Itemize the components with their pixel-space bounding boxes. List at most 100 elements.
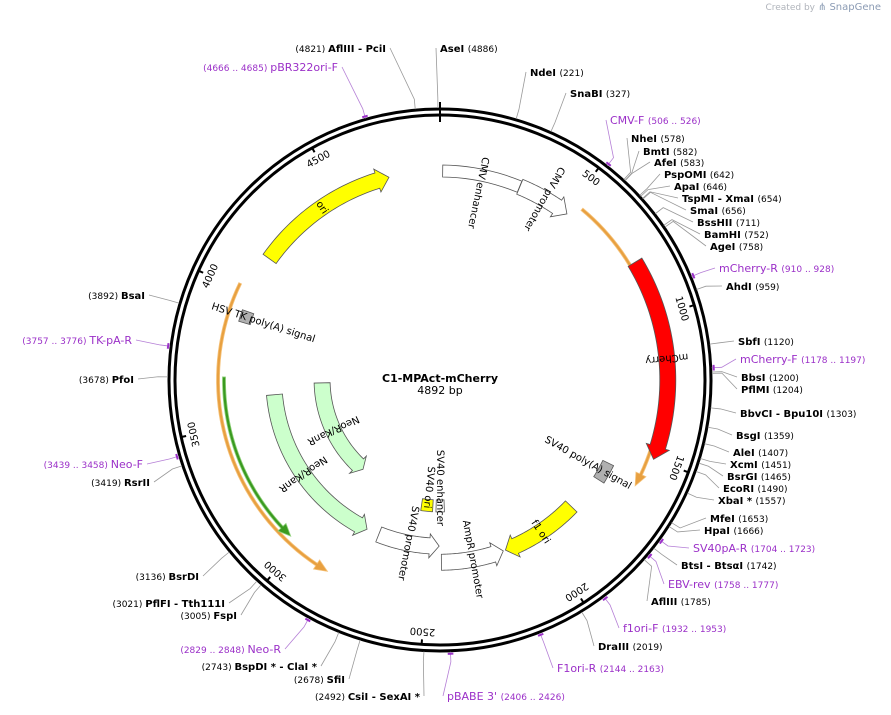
enzyme-label-rsrii[interactable]: (3419) RsrII [91,478,150,489]
enzyme-label-pfoi[interactable]: (3678) PfoI [79,375,134,386]
primer-name: SV40pA-R [693,542,751,555]
enzyme-label-agei[interactable]: AgeI (758) [710,242,763,253]
feature-label-sv40-polya: SV40 poly(A) signal [542,435,633,492]
enzyme-label-bsshii[interactable]: BssHII (711) [697,218,760,229]
primer-label-neo-f[interactable]: (3439 .. 3458) Neo-F [44,458,143,471]
enzyme-label-pflmi[interactable]: PflMI (1204) [741,385,803,396]
enzyme-label-bspdi-clai[interactable]: (2743) BspDI * - ClaI * [202,662,318,673]
enzyme-label-asei[interactable]: AseI (4886) [440,44,498,55]
enzyme-label-sbfi[interactable]: SbfI (1120) [738,337,794,348]
enzyme-pos: (2678) [294,676,327,686]
enzyme-pos: (642) [710,171,734,181]
ruler-tick [594,166,601,173]
primer-label-cmv-f[interactable]: CMV-F (506 .. 526) [610,114,701,127]
enzyme-pos: (1359) [764,432,794,442]
enzyme-label-csii-sexai[interactable]: (2492) CsiI - SexAI * [315,692,421,703]
enzyme-label-ndei[interactable]: NdeI (221) [530,68,584,79]
enzyme-pos: (1666) [733,527,763,537]
enzyme-leader-afliii-2 [643,559,653,602]
ruler-tick-label: 3500 [186,421,202,448]
primer-label-tk-pa-r[interactable]: (3757 .. 3776) TK-pA-R [22,334,132,347]
primer-label-sv40pa-r[interactable]: SV40pA-R (1704 .. 1723) [693,542,815,555]
enzyme-label-xcmi[interactable]: XcmI (1451) [730,460,791,471]
ruler-tick [197,269,204,274]
primer-label-pbr322ori-f[interactable]: (4666 .. 4685) pBR322ori-F [203,61,338,74]
enzyme-label-bbvci-bpu10i[interactable]: BbvCI - Bpu10I (1303) [740,409,856,420]
enzyme-pos: (1742) [747,562,777,572]
enzyme-name: AflIII - PciI [328,44,386,55]
enzyme-name: AhdI [726,282,755,293]
enzyme-name: NdeI [530,68,560,79]
feature-cmv-promoter[interactable] [516,178,568,218]
primer-leader-cmv-f [605,119,614,166]
enzyme-label-apai[interactable]: ApaI (646) [674,182,727,193]
enzyme-label-bsgi[interactable]: BsgI (1359) [736,431,794,442]
feature-sv40-ori[interactable] [420,498,434,513]
feature-neor-kanr-inner[interactable] [313,382,368,475]
orange-arc[interactable] [216,282,329,572]
enzyme-label-bsai[interactable]: (3892) BsaI [88,291,145,302]
feature-sv40-promoter[interactable] [375,526,440,559]
primer-label-ebv-rev[interactable]: EBV-rev (1758 .. 1777) [668,578,778,591]
enzyme-name: BbvCI - Bpu10I [740,409,827,420]
enzyme-label-mfei[interactable]: MfeI (1653) [710,514,768,525]
enzyme-label-nhei[interactable]: NheI (578) [631,134,685,145]
primer-label-f1ori-f[interactable]: f1ori-F (1932 .. 1953) [623,622,726,635]
primer-name: pBABE 3' [447,690,501,703]
enzyme-label-alei[interactable]: AleI (1407) [733,448,788,459]
enzyme-label-ahdi[interactable]: AhdI (959) [726,282,779,293]
enzyme-label-fspi[interactable]: (3005) FspI [181,611,237,622]
enzyme-label-afei[interactable]: AfeI (583) [654,158,704,169]
enzyme-name: BsrGI [727,472,761,483]
feature-ori[interactable] [262,168,390,265]
primer-label-pbabe3[interactable]: pBABE 3' (2406 .. 2426) [447,690,565,703]
watermark-prefix: Created by [765,3,815,13]
feature-sv40-enhancer[interactable] [435,499,445,513]
enzyme-label-sfii[interactable]: (2678) SfiI [294,675,345,686]
enzyme-label-bbsi[interactable]: BbsI (1200) [741,373,799,384]
enzyme-label-snabi[interactable]: SnaBI (327) [570,89,630,100]
enzyme-label-hpai[interactable]: HpaI (1666) [704,526,763,537]
feature-f1-ori[interactable] [504,500,578,558]
ruler-tick [310,146,316,153]
feature-label-sv40-ori: SV40 ori [421,466,436,509]
primer-range: (506 .. 526) [648,117,701,127]
enzyme-leader-aflIII-pciI [389,47,416,110]
enzyme-label-bsrgi[interactable]: BsrGI (1465) [727,472,791,483]
enzyme-label-bsrdi[interactable]: (3136) BsrDI [136,572,199,583]
feature-hsv-tk-polya[interactable] [238,309,255,326]
enzyme-label-bamhi[interactable]: BamHI (752) [704,230,769,241]
ruler-tick [580,597,586,605]
feature-mcherry[interactable] [627,257,677,460]
feature-ampr-promoter[interactable] [440,541,504,571]
enzyme-label-pflfi-tth111i[interactable]: (3021) PflFI - Tth111I [112,599,225,610]
primer-label-f1ori-r[interactable]: F1ori-R (2144 .. 2163) [557,662,664,675]
enzyme-label-bsti-btsai[interactable]: BtsI - BtsαI (1742) [681,561,777,572]
enzyme-name: MfeI [710,514,738,525]
enzyme-label-draiii[interactable]: DraIII (2019) [598,642,663,653]
enzyme-label-aflIII-pciI[interactable]: (4821) AflIII - PciI [295,44,386,55]
enzyme-pos: (3021) [112,600,145,610]
ruler-tick [265,576,271,583]
feature-neor-kanr-outer[interactable] [266,393,368,537]
enzyme-name: SnaBI [570,89,606,100]
primer-label-neo-r[interactable]: (2829 .. 2848) Neo-R [180,643,281,656]
enzyme-label-bmti[interactable]: BmtI (582) [643,147,697,158]
enzyme-label-afliii-2[interactable]: AflIII (1785) [651,597,711,608]
primer-range: (1758 .. 1777) [714,581,778,591]
primer-range: (2829 .. 2848) [180,646,247,656]
feature-sv40-polya[interactable] [593,459,615,484]
enzyme-label-smai[interactable]: SmaI (656) [690,206,746,217]
enzyme-label-pspomi[interactable]: PspOMI (642) [664,170,734,181]
features-layer [216,164,677,572]
primer-label-mcherry-r[interactable]: mCherry-R (910 .. 928) [719,262,834,275]
green-arc[interactable] [222,376,292,537]
enzyme-label-xbai[interactable]: XbaI * (1557) [718,496,785,507]
primer-label-mcherry-f[interactable]: mCherry-F (1178 .. 1197) [740,353,865,366]
enzyme-name: HpaI [704,526,733,537]
enzyme-leader-pflmi [711,372,738,390]
snapgene-watermark: Created by ⋔ SnapGene [765,2,881,13]
enzyme-label-tspmi-xmai[interactable]: TspMI - XmaI (654) [682,194,782,205]
enzyme-leader-ahdi [696,285,723,290]
enzyme-label-ecori[interactable]: EcoRI (1490) [723,484,787,495]
